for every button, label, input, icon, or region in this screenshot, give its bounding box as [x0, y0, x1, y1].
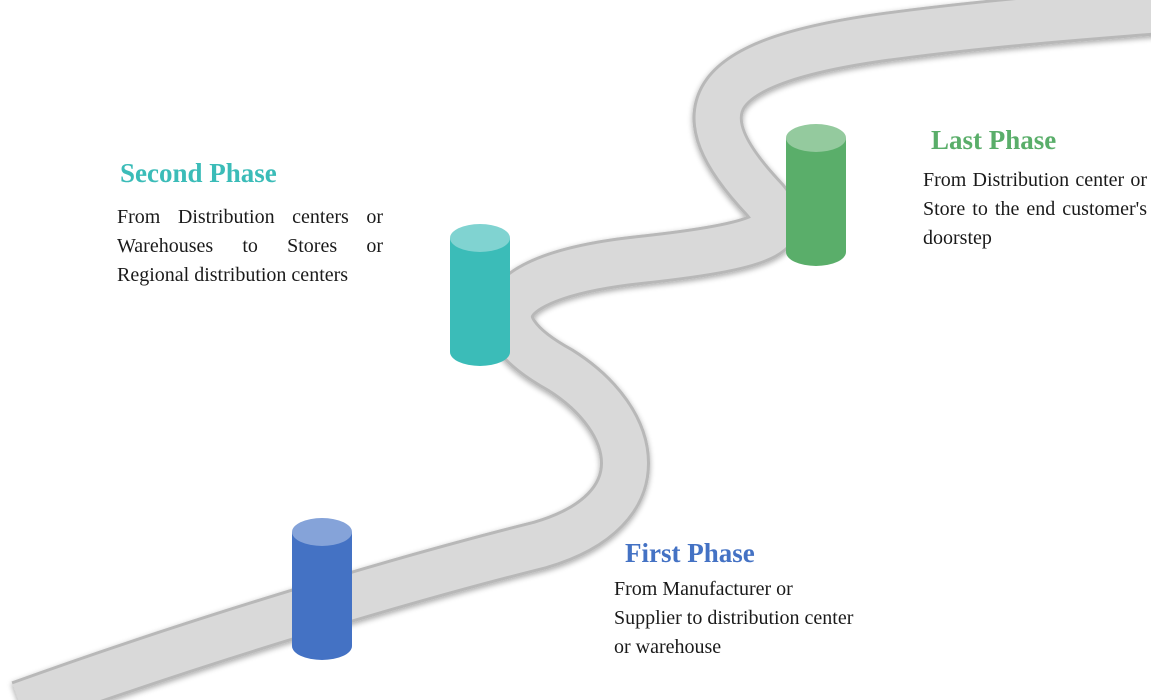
road-edge — [11, 0, 1151, 700]
second-phase-description: From Distribution centers or Warehouses … — [117, 206, 383, 286]
first-phase-description: From Manufacturer or Supplier to distrib… — [614, 578, 854, 658]
first-phase-pillar — [292, 518, 352, 660]
last-phase-description: From Distribution center or Store to the… — [923, 169, 1147, 249]
last-phase-title: Last Phase — [931, 125, 1057, 155]
second-phase-pillar — [450, 224, 510, 366]
road-surface — [12, 0, 1151, 700]
first-phase-title: First Phase — [625, 538, 755, 568]
second-phase-title: Second Phase — [120, 158, 277, 188]
last-phase-pillar — [786, 124, 846, 266]
road — [11, 0, 1151, 700]
